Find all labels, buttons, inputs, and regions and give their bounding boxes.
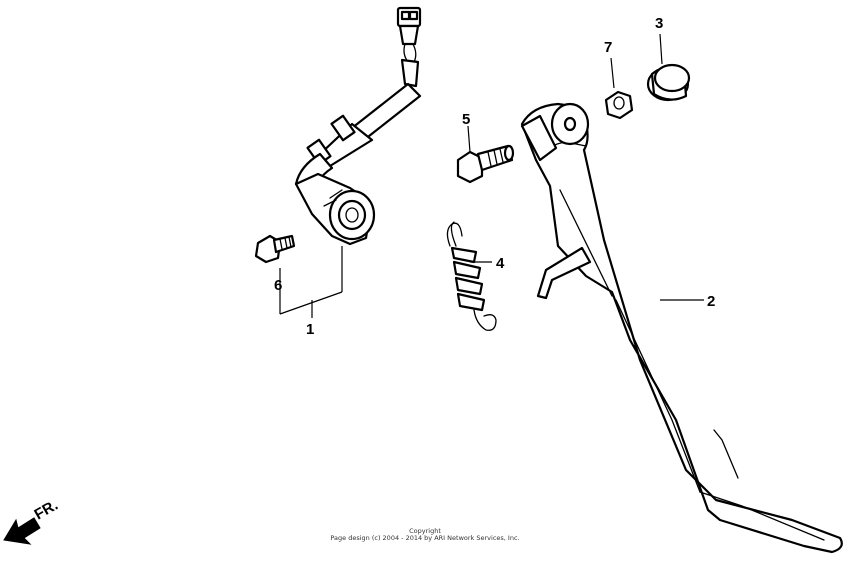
copyright-line-2: Page design (c) 2004 - 2014 by ARI Netwo… — [330, 534, 520, 542]
leader-lines — [279, 33, 704, 318]
callout-1: 1 — [306, 321, 314, 338]
callout-4: 4 — [496, 255, 505, 272]
callout-3: 3 — [655, 15, 663, 32]
copyright-line-1: Copyright — [409, 527, 441, 535]
nut-7 — [604, 90, 634, 120]
bolt-6 — [254, 234, 296, 264]
cap-3 — [646, 63, 691, 102]
bolt-5 — [456, 144, 515, 184]
callout-2: 2 — [707, 293, 715, 310]
callout-7: 7 — [604, 39, 612, 56]
callout-5: 5 — [462, 111, 470, 128]
side-stand — [520, 102, 843, 554]
side-stand-switch — [294, 6, 422, 246]
direction-label: FR. — [32, 497, 61, 524]
callout-6: 6 — [274, 277, 282, 294]
arrow-front-icon — [3, 517, 41, 545]
spring-4 — [446, 221, 497, 331]
